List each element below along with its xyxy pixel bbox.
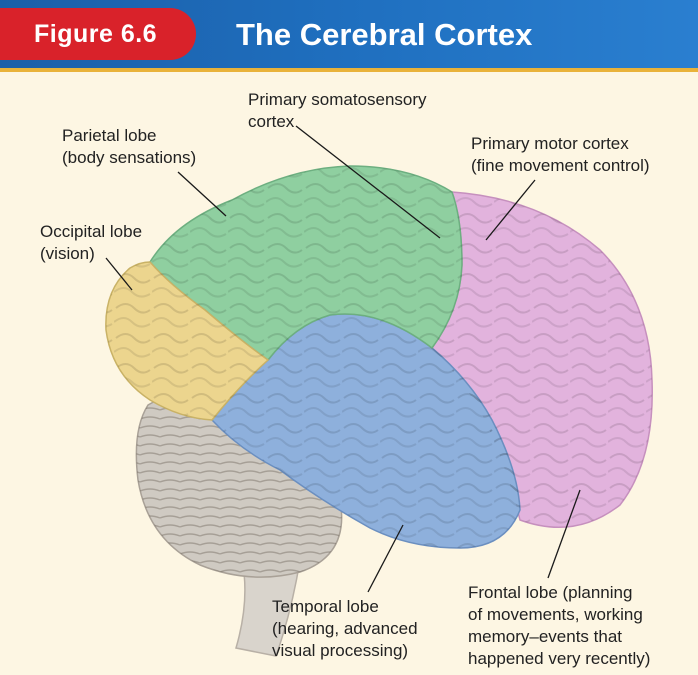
label-motor-line2: (fine movement control)	[471, 155, 650, 177]
label-somatosensory-cortex: Primary somatosensory cortex	[248, 89, 427, 133]
label-frontal-line1: Frontal lobe (planning	[468, 582, 650, 604]
label-temporal-line2: (hearing, advanced	[272, 618, 418, 640]
label-temporal-line3: visual processing)	[272, 640, 418, 662]
label-frontal-line3: memory–events that	[468, 626, 650, 648]
label-temporal-line1: Temporal lobe	[272, 596, 418, 618]
label-parietal-line1: Parietal lobe	[62, 125, 196, 147]
leader-line-parietal	[178, 172, 226, 216]
label-parietal-lobe: Parietal lobe (body sensations)	[62, 125, 196, 169]
label-occipital-lobe: Occipital lobe (vision)	[40, 221, 142, 265]
label-somatosensory-line1: Primary somatosensory	[248, 89, 427, 111]
label-temporal-lobe: Temporal lobe (hearing, advanced visual …	[272, 596, 418, 662]
label-occipital-line1: Occipital lobe	[40, 221, 142, 243]
label-occipital-line2: (vision)	[40, 243, 142, 265]
label-motor-line1: Primary motor cortex	[471, 133, 650, 155]
label-primary-motor-cortex: Primary motor cortex (fine movement cont…	[471, 133, 650, 177]
label-frontal-line2: of movements, working	[468, 604, 650, 626]
label-frontal-lobe: Frontal lobe (planning of movements, wor…	[468, 582, 650, 670]
label-parietal-line2: (body sensations)	[62, 147, 196, 169]
label-frontal-line4: happened very recently)	[468, 648, 650, 670]
label-somatosensory-line2: cortex	[248, 111, 427, 133]
